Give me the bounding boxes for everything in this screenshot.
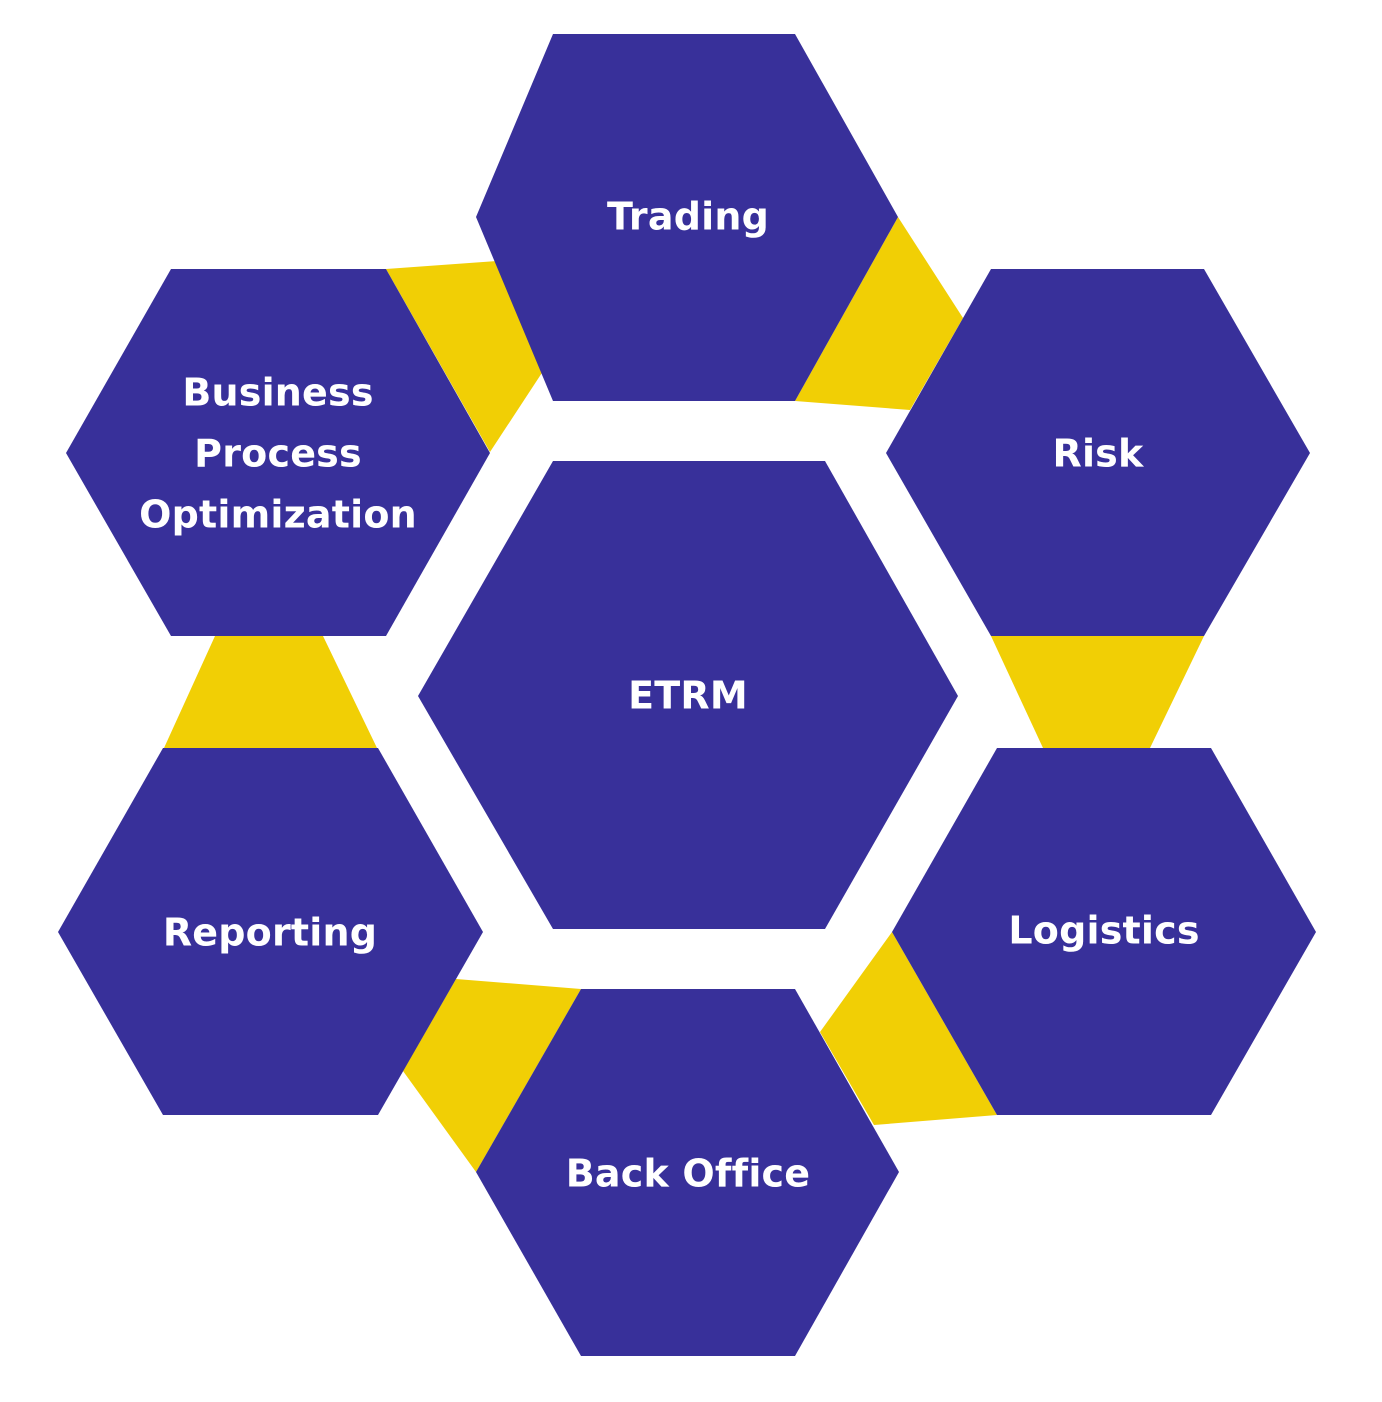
connector-risk-logistics <box>991 636 1204 748</box>
hexagon-etrm-center: ETRM <box>418 461 958 929</box>
hexagon-label-bpo-line1: Business <box>182 371 373 415</box>
hexagon-label-logistics: Logistics <box>1008 909 1199 953</box>
hexagon-label-risk: Risk <box>1053 432 1145 476</box>
connector-trading-risk <box>795 217 963 410</box>
hexagon-label-bpo-line2: Process <box>194 432 362 476</box>
connector-reporting-bpo <box>164 636 377 748</box>
hexagon-label-trading: Trading <box>607 195 769 239</box>
hexagon-risk: Risk <box>886 269 1310 636</box>
hexagon-trading: Trading <box>476 34 898 401</box>
hexagon-business-process-optimization: Business Process Optimization <box>66 269 490 636</box>
hexagon-label-bpo-line3: Optimization <box>139 493 417 537</box>
hexagon-label-reporting: Reporting <box>163 911 377 955</box>
connector-logistics-backoffice <box>820 932 997 1125</box>
connector-backoffice-reporting <box>403 979 581 1172</box>
hexagon-label-etrm: ETRM <box>628 674 748 718</box>
connector-bpo-trading <box>386 261 553 452</box>
hexagon-reporting: Reporting <box>58 748 483 1115</box>
hexagon-logistics: Logistics <box>892 748 1316 1115</box>
hexagon-label-back-office: Back Office <box>566 1152 811 1196</box>
hexagon-back-office: Back Office <box>476 989 899 1356</box>
